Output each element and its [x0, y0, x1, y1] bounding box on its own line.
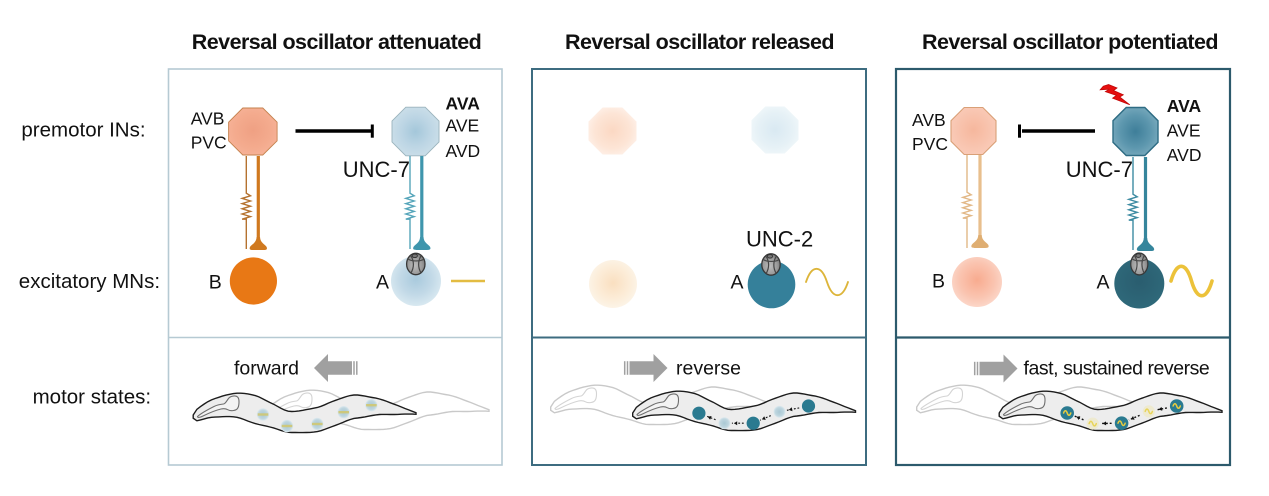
svg-text:A: A — [376, 272, 389, 294]
svg-text:UNC-7: UNC-7 — [1066, 157, 1133, 182]
svg-text:AVD: AVD — [446, 141, 481, 161]
svg-text:forward: forward — [234, 358, 299, 380]
svg-text:AVB: AVB — [912, 110, 946, 130]
svg-text:motor states:: motor states: — [33, 386, 152, 409]
svg-text:PVC: PVC — [191, 133, 227, 153]
svg-text:AVE: AVE — [446, 116, 480, 136]
svg-text:Reversal oscillator released: Reversal oscillator released — [565, 30, 834, 54]
svg-text:B: B — [932, 271, 945, 293]
svg-text:PVC: PVC — [912, 134, 948, 154]
svg-text:A: A — [1097, 272, 1110, 294]
svg-text:AVA: AVA — [1167, 96, 1202, 116]
svg-text:UNC-2: UNC-2 — [746, 227, 813, 252]
svg-text:AVE: AVE — [1167, 121, 1201, 141]
svg-text:excitatory MNs:: excitatory MNs: — [19, 270, 160, 293]
svg-text:AVA: AVA — [446, 94, 481, 114]
svg-text:B: B — [209, 272, 222, 294]
svg-text:UNC-7: UNC-7 — [343, 157, 410, 182]
svg-text:Reversal oscillator potentiate: Reversal oscillator potentiated — [922, 30, 1218, 54]
svg-text:A: A — [731, 272, 744, 294]
svg-text:reverse: reverse — [676, 358, 741, 380]
svg-text:AVD: AVD — [1167, 145, 1202, 165]
svg-text:premotor INs:: premotor INs: — [21, 119, 145, 142]
svg-text:fast, sustained reverse: fast, sustained reverse — [1024, 358, 1210, 380]
svg-text:AVB: AVB — [191, 109, 225, 129]
svg-text:Reversal oscillator attenuated: Reversal oscillator attenuated — [192, 30, 481, 54]
